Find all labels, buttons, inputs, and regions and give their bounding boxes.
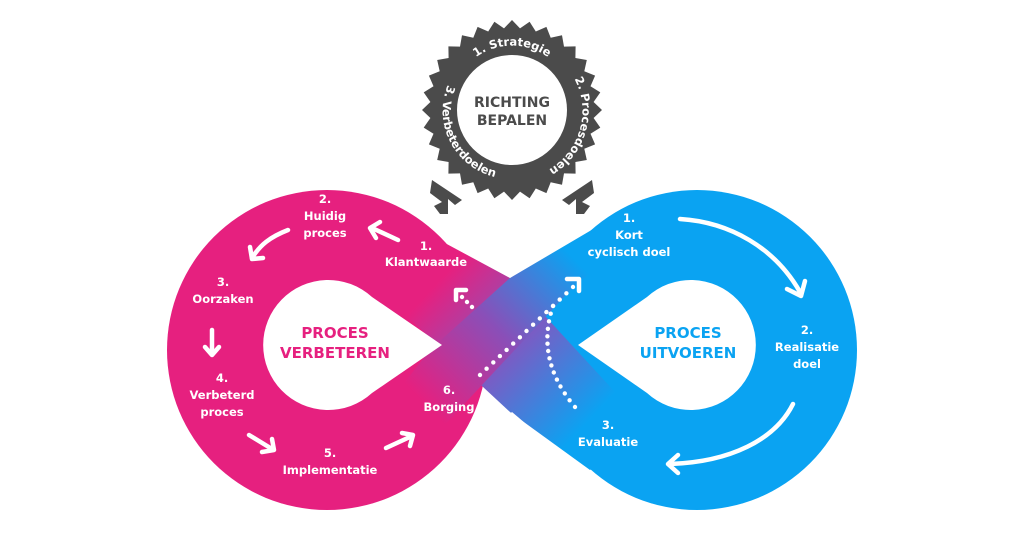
dot — [491, 360, 496, 365]
step-number: 1. — [623, 211, 635, 225]
dot — [504, 347, 509, 353]
left-step-3: 3. Oorzaken — [192, 275, 253, 306]
right-loop-title-line2: UITVOEREN — [640, 344, 737, 362]
dot — [484, 366, 489, 371]
step-number: 5. — [324, 446, 336, 460]
dot — [554, 377, 560, 382]
gear-arrow-right-icon — [562, 180, 594, 214]
step-label: Borging — [424, 400, 475, 414]
gear-center — [457, 55, 567, 165]
left-loop-title-line1: PROCES — [301, 324, 368, 342]
dot — [524, 328, 529, 334]
left-step-2: 2. Huidig proces — [303, 192, 346, 240]
arrow-4-to-5-icon — [246, 432, 277, 455]
dotted-arrow-to-klantwaarde — [459, 294, 475, 310]
dot — [517, 335, 523, 340]
left-loop-title-line2: VERBETEREN — [280, 344, 390, 362]
crossing-band-under — [400, 235, 650, 470]
dot — [545, 334, 550, 339]
gear-title-line1: RICHTING — [474, 95, 550, 111]
step-label: Huidig — [304, 209, 346, 223]
left-loop-hole — [263, 280, 442, 410]
step-label: Oorzaken — [192, 292, 253, 306]
step-number: 4. — [216, 371, 228, 385]
dot — [545, 326, 551, 331]
step-number: 3. — [602, 418, 614, 432]
dot — [567, 398, 572, 403]
gear-arrow-left-icon — [430, 180, 462, 214]
left-step-6: 6. Borging — [424, 383, 475, 414]
step-number: 2. — [801, 323, 813, 337]
dot — [558, 384, 563, 389]
step-number: 2. — [319, 192, 331, 206]
step-label: proces — [200, 405, 243, 419]
arrow-r1-to-r2-icon — [677, 216, 808, 299]
dot — [557, 297, 562, 302]
left-step-1: 1. Klantwaarde — [385, 239, 467, 269]
dot — [570, 284, 576, 290]
right-step-3: 3. Evaluatie — [578, 418, 638, 449]
arrow-5-to-6-icon — [383, 430, 416, 451]
step-label: Implementatie — [283, 463, 378, 477]
step-label: doel — [793, 357, 821, 371]
step-label: Verbeterd — [190, 388, 255, 402]
dot — [497, 353, 503, 359]
arrow-1-to-2-icon — [367, 219, 401, 243]
step-label: Realisatie — [775, 340, 839, 354]
dotted-arrow-evaluatie-to-doel — [545, 303, 578, 410]
arrow-to-klantwaarde-icon — [453, 287, 469, 303]
direction-gear-badge: RICHTING BEPALEN 1. Strategie 2. Procesd… — [422, 20, 602, 214]
right-step-2: 2. Realisatie doel — [775, 323, 839, 371]
dot — [544, 309, 549, 315]
crossing-band-over — [372, 225, 645, 470]
step-label: proces — [303, 226, 346, 240]
gear-title-line2: BEPALEN — [477, 113, 547, 129]
dot — [572, 404, 578, 410]
step-number: 6. — [443, 383, 455, 397]
dot — [550, 303, 556, 309]
step-label: Evaluatie — [578, 435, 638, 449]
step-number: 1. — [420, 239, 432, 253]
left-step-5: 5. Implementatie — [283, 446, 378, 477]
dot — [548, 311, 553, 316]
step-label: Kort — [615, 228, 643, 242]
arrow-2-to-3-icon — [247, 227, 291, 262]
left-step-4: 4. Verbeterd proces — [190, 371, 255, 419]
step-label: cyclisch doel — [588, 245, 671, 259]
dot — [545, 341, 550, 346]
right-loop-title-line1: PROCES — [654, 324, 721, 342]
dot — [546, 348, 551, 354]
bottom-notch — [395, 412, 630, 549]
step-number: 3. — [217, 275, 229, 289]
dot — [511, 341, 516, 346]
dot — [562, 391, 567, 396]
dot — [549, 363, 554, 368]
arrow-r2-to-r3-icon — [665, 401, 796, 476]
top-notch — [400, 150, 620, 278]
dot — [537, 316, 542, 321]
arrow-to-kort-doel-icon — [564, 276, 582, 294]
dot — [564, 291, 569, 296]
right-step-1: 1. Kort cyclisch doel — [588, 211, 671, 259]
step-label: Klantwaarde — [385, 255, 467, 269]
dot — [477, 372, 483, 378]
right-loop-hole — [578, 280, 756, 410]
dot — [546, 319, 552, 324]
arrow-3-to-4-icon — [202, 327, 222, 358]
dot — [547, 356, 552, 361]
dot — [530, 322, 536, 327]
dot — [551, 370, 556, 375]
